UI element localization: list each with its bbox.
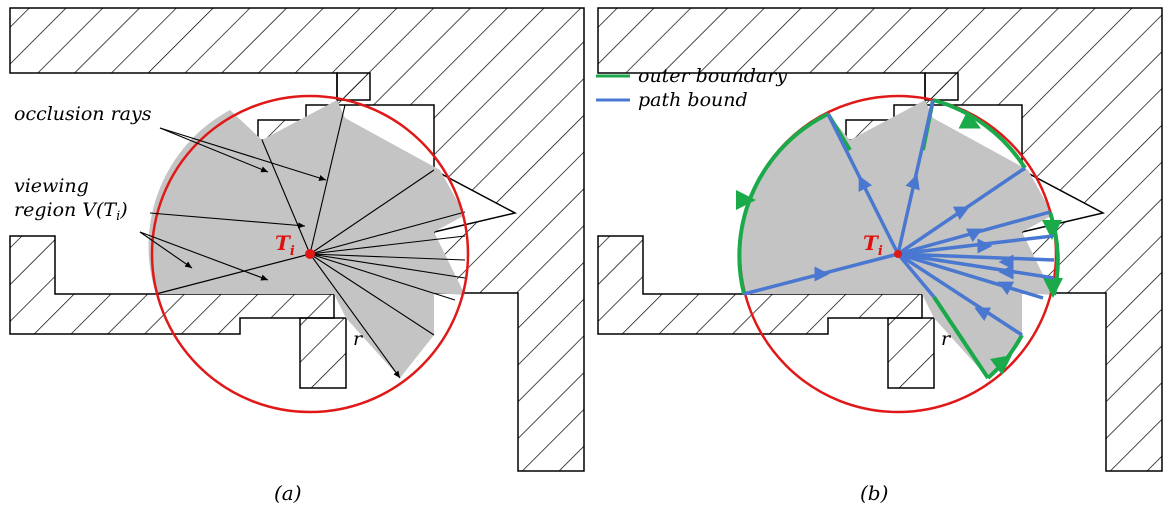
viewing-label-line1: viewing — [14, 175, 89, 197]
occlusion-ray-group — [261, 104, 466, 379]
legend-outer-label: outer boundary — [638, 65, 787, 87]
caption-b: (b) — [860, 481, 888, 505]
panel-a: occlusion rays viewing region V(Ti) Ti r… — [9, 7, 585, 505]
viewing-region — [148, 100, 465, 378]
wall-pillar — [887, 317, 935, 389]
viewing-label-line2: region V(Ti) — [14, 199, 128, 224]
radius-label: r — [353, 328, 364, 350]
caption-a: (a) — [274, 481, 302, 505]
target-point — [894, 250, 902, 258]
target-point — [305, 249, 315, 259]
path-bound-arrowheads — [814, 173, 1015, 322]
occlusion-rays-label: occlusion rays — [14, 103, 152, 125]
target-label: Ti — [275, 231, 295, 259]
panel-b: outer boundary path bound Ti r (b) — [596, 7, 1163, 505]
radius-label: r — [941, 328, 952, 350]
sensing-circle — [150, 94, 470, 414]
annotation-arrows — [139, 127, 327, 281]
target-label: Ti — [863, 231, 883, 259]
legend: outer boundary path bound — [596, 65, 787, 111]
legend-path-label: path bound — [638, 89, 748, 111]
wall-pillar — [299, 317, 347, 389]
